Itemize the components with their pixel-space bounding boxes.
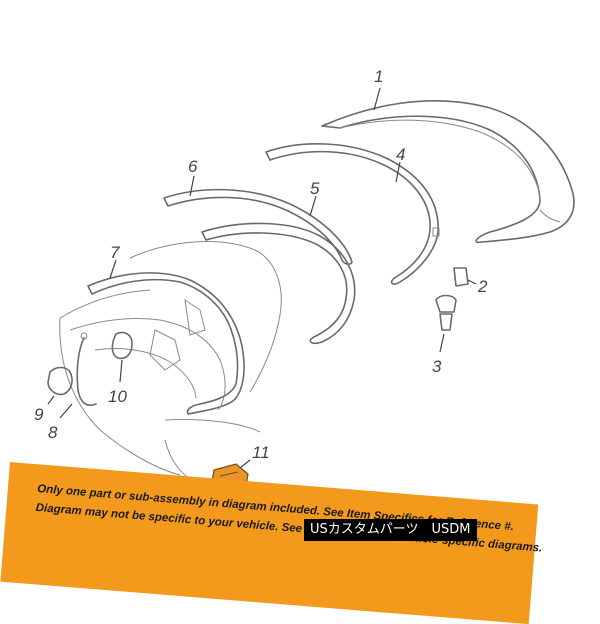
part-4-weatherstrip bbox=[265, 143, 440, 285]
leader-lines bbox=[47, 87, 477, 469]
callout-8: 8 bbox=[48, 423, 58, 442]
part-2-clip bbox=[453, 267, 469, 287]
callout-9: 9 bbox=[34, 405, 44, 424]
callout-4: 4 bbox=[396, 145, 405, 164]
part-1-rear-panel bbox=[321, 100, 575, 244]
callout-6: 6 bbox=[188, 157, 198, 176]
part-5-weatherstrip bbox=[201, 222, 356, 345]
part-3-fastener bbox=[435, 294, 457, 331]
callout-7: 7 bbox=[110, 243, 120, 262]
part-8-cable bbox=[76, 332, 97, 406]
callout-10: 10 bbox=[108, 387, 127, 406]
part-9-bracket bbox=[47, 366, 73, 396]
callout-3: 3 bbox=[432, 357, 442, 376]
callout-2: 2 bbox=[477, 277, 488, 296]
part-6-weatherstrip bbox=[163, 188, 353, 265]
part-7-weatherstrip bbox=[87, 272, 245, 415]
part-10-latch bbox=[111, 331, 133, 360]
callout-labels: 1 2 3 4 5 6 7 8 9 10 11 bbox=[34, 67, 488, 462]
callout-11: 11 bbox=[252, 443, 270, 462]
store-watermark: USカスタムパーツ USDM bbox=[304, 519, 477, 541]
callout-5: 5 bbox=[310, 179, 320, 198]
vehicle-body-outline bbox=[59, 241, 282, 486]
callout-1: 1 bbox=[374, 67, 383, 86]
